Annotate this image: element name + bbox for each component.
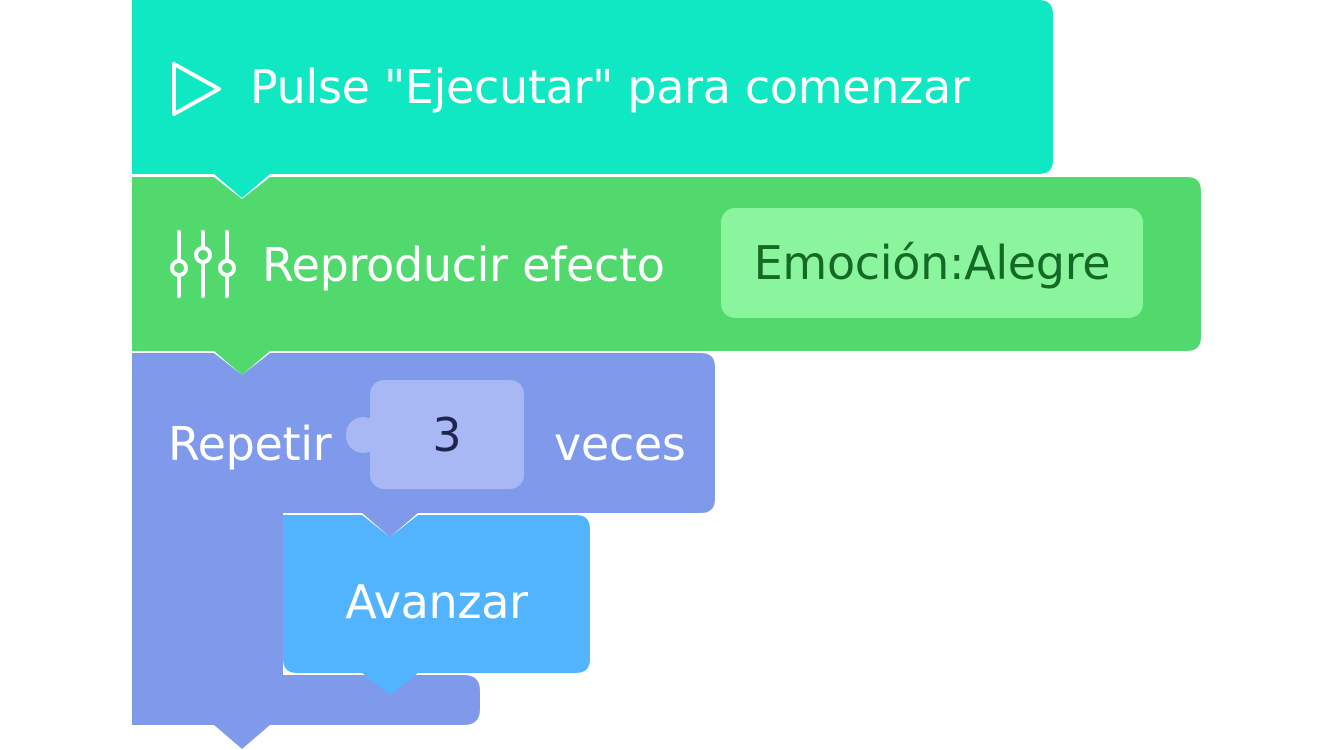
sliders-icon <box>168 230 238 304</box>
play-effect-label: Reproducir efecto <box>262 238 665 292</box>
start-block-label: Pulse "Ejecutar" para comenzar <box>250 60 970 114</box>
move-forward-label: Avanzar <box>345 575 528 629</box>
repeat-block[interactable]: Repetir 3 veces <box>132 353 715 750</box>
effect-value-dropdown[interactable]: Emoción:Alegre <box>721 208 1143 318</box>
move-forward-block-shape <box>283 515 590 695</box>
play-icon <box>170 60 226 122</box>
play-effect-block[interactable]: Reproducir efecto Emoción:Alegre <box>132 177 1201 377</box>
start-block-shape <box>132 0 1053 198</box>
repeat-block-shape <box>132 353 715 749</box>
repeat-count-input[interactable]: 3 <box>370 380 524 489</box>
move-forward-block[interactable]: Avanzar <box>283 515 590 695</box>
repeat-label: Repetir <box>168 417 332 471</box>
times-label: veces <box>554 417 686 471</box>
start-block[interactable]: Pulse "Ejecutar" para comenzar <box>132 0 1053 200</box>
